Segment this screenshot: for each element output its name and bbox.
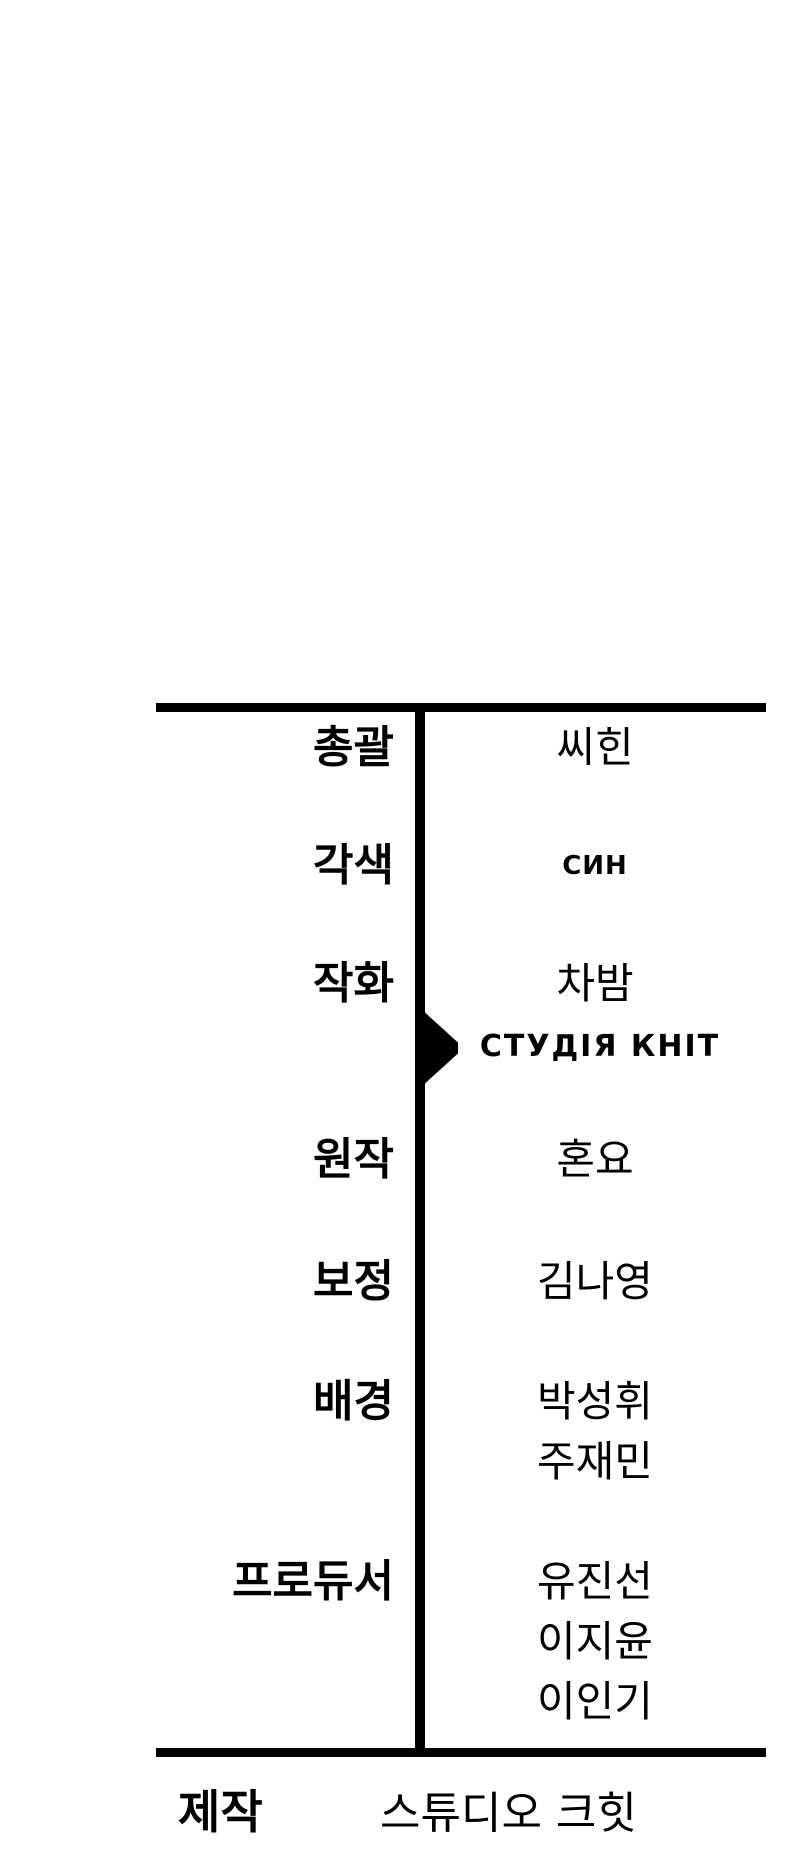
credit-name-retouch: 김나영 (490, 1252, 700, 1312)
credit-role-producer: 프로듀서 (232, 1556, 394, 1607)
credit-name: 김나영 (537, 1257, 653, 1306)
credit-name: 혼요 (556, 1135, 634, 1184)
credit-role-adaptation: 각색 (313, 840, 394, 891)
credit-name-producer: 유진선 이지윤 이인기 (490, 1552, 700, 1732)
credit-name: 차밤 (556, 959, 634, 1008)
credit-name: 박성휘 (537, 1377, 653, 1426)
credit-role-art: 작화 (313, 958, 394, 1009)
credit-name-art: 차밤 (490, 954, 700, 1014)
credit-name: СИН (562, 851, 628, 881)
credit-name-adaptation: СИН (490, 836, 700, 896)
credit-name-background: 박성휘 주재민 (490, 1372, 700, 1492)
credit-name: 이인기 (537, 1677, 653, 1726)
production-studio: 스튜디오 크힛 (380, 1788, 637, 1839)
credit-role-background: 배경 (313, 1376, 394, 1427)
credit-role-retouch: 보정 (313, 1256, 394, 1307)
top-divider (156, 703, 766, 712)
center-divider (415, 707, 425, 1753)
bottom-divider (156, 1748, 766, 1757)
translator-credit: СТУДІЯ КНІТ (479, 1029, 721, 1064)
credit-name: 이지윤 (537, 1617, 653, 1666)
production-label: 제작 (178, 1785, 263, 1839)
credit-role-supervisor: 총괄 (313, 722, 394, 773)
credit-name-original: 혼요 (490, 1130, 700, 1190)
overlay-background (458, 1022, 738, 1074)
credit-name: 유진선 (537, 1557, 653, 1606)
divider-arrow (420, 1008, 464, 1088)
credit-name-supervisor: 씨힌 (490, 718, 700, 778)
credit-name: 씨힌 (556, 723, 634, 772)
credit-name: 주재민 (537, 1437, 653, 1486)
credit-role-original: 원작 (313, 1134, 394, 1185)
